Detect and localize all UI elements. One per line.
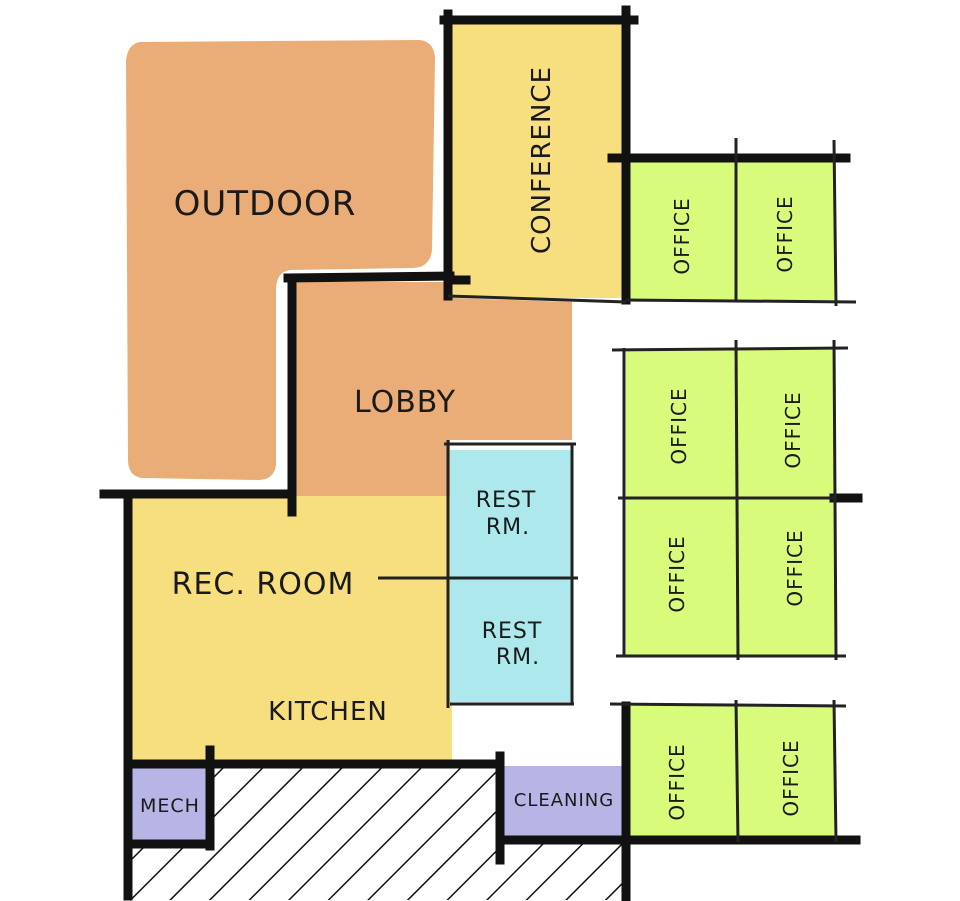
mech-label: MECH xyxy=(140,795,200,817)
outdoor-area xyxy=(126,40,435,480)
office-3-area xyxy=(626,350,736,498)
rest-room-1-sublabel: RM. xyxy=(486,515,530,540)
rest-room-1-label: REST xyxy=(476,488,537,513)
office-4-area xyxy=(736,350,834,498)
office-6-label: OFFICE xyxy=(783,529,807,606)
hatched-area-lower-left xyxy=(130,842,214,900)
office-4-label: OFFICE xyxy=(781,391,805,468)
office-8-area xyxy=(736,706,834,842)
office-labels: OFFICE OFFICE OFFICE OFFICE OFFICE OFFIC… xyxy=(665,195,807,820)
lobby-area xyxy=(293,282,572,498)
office-1-label: OFFICE xyxy=(670,197,694,274)
rest-room-2-label: REST xyxy=(482,619,543,644)
rest-room-1-area xyxy=(450,450,572,578)
mech-area xyxy=(130,766,214,842)
hatched-area xyxy=(214,766,500,900)
rec-room-label: REC. ROOM xyxy=(172,567,355,602)
conference-label: CONFERENCE xyxy=(527,66,557,254)
office-2-label: OFFICE xyxy=(773,195,797,272)
rest-room-2-sublabel: RM. xyxy=(496,645,540,670)
office-5-area xyxy=(626,498,736,656)
walls xyxy=(99,5,863,901)
lobby-label: LOBBY xyxy=(354,385,456,420)
kitchen-label: KITCHEN xyxy=(268,697,388,727)
office-8-label: OFFICE xyxy=(779,739,803,816)
rec-room-area xyxy=(128,494,452,762)
office-1-area xyxy=(626,158,736,300)
office-2-area xyxy=(736,158,834,300)
office-6-area xyxy=(736,498,834,656)
office-5-label: OFFICE xyxy=(665,535,689,612)
hatched-area-lower-right xyxy=(500,842,626,900)
office-3-label: OFFICE xyxy=(667,387,691,464)
office-7-label: OFFICE xyxy=(665,743,689,820)
conference-area xyxy=(452,20,624,298)
cleaning-area xyxy=(500,766,626,842)
outdoor-label: OUTDOOR xyxy=(174,184,357,224)
rest-room-2-area xyxy=(450,578,572,702)
office-7-area xyxy=(626,706,736,842)
cleaning-label: CLEANING xyxy=(514,790,614,811)
partitions xyxy=(378,138,857,843)
